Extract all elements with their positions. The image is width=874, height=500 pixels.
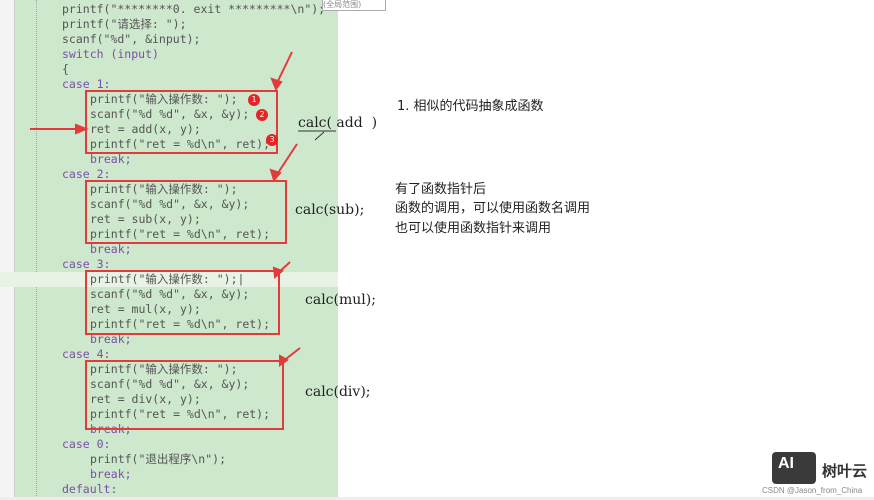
logo-text: AI <box>778 455 794 472</box>
highlight-box-case1 <box>85 90 278 154</box>
code-line: printf("输入操作数: "); <box>90 182 238 196</box>
code-line: printf("输入操作数: ");| <box>90 272 245 286</box>
watermark-credit: CSDN @Jason_from_China <box>762 486 863 495</box>
highlight-box-case3 <box>85 270 280 335</box>
code-line: case 2: <box>62 167 111 181</box>
code-line: scanf("%d %d", &x, &y); <box>90 197 250 211</box>
code-line: ret = sub(x, y); <box>90 212 201 226</box>
code-line: case 3: <box>62 257 111 271</box>
arrow-head <box>272 266 284 279</box>
scope-dropdown[interactable]: (全局范围) <box>322 0 386 11</box>
code-line: break; <box>90 242 132 256</box>
highlight-box-case2 <box>85 180 287 244</box>
code-line: break; <box>90 332 132 346</box>
watermark-name: 树叶云 <box>822 462 868 480</box>
code-line: printf("ret = %d\n", ret); <box>90 407 271 421</box>
code-line: case 0: <box>62 437 111 451</box>
arrow-head <box>279 354 289 367</box>
highlight-box-case4 <box>85 360 284 430</box>
fold-guide <box>36 0 37 500</box>
note-line: 也可以使用函数指针来调用 <box>395 221 552 236</box>
annotation-calc-mul: calc(mul); <box>305 292 376 308</box>
code-line: printf("输入操作数: "); <box>90 92 238 106</box>
code-line: { <box>62 62 69 76</box>
annotation-calc-sub: calc(sub); <box>295 202 365 218</box>
note-line: 有了函数指针后 <box>395 182 487 197</box>
editor-gutter <box>0 0 15 500</box>
code-line: printf("输入操作数: "); <box>90 362 238 376</box>
code-line: switch (input) <box>62 47 159 61</box>
current-line-highlight <box>0 272 338 287</box>
code-line: printf("ret = %d\n", ret); <box>90 137 271 151</box>
note-line: 函数的调用，可以使用函数名调用 <box>395 201 591 216</box>
badge-3: 3 <box>266 134 278 146</box>
scope-label: (全局范围) <box>323 0 362 9</box>
code-line: case 1: <box>62 77 111 91</box>
arrow-head <box>75 123 89 135</box>
code-line: ret = add(x, y); <box>90 122 201 136</box>
arrow-head <box>269 168 282 183</box>
annotation-calc-div: calc(div); <box>305 384 371 400</box>
annotation-calc-add: calc( add ) <box>298 115 378 131</box>
code-line: case 4: <box>62 347 111 361</box>
code-line: ret = mul(x, y); <box>90 302 201 316</box>
code-line: default: <box>62 482 118 496</box>
code-line: scanf("%d %d", &x, &y); <box>90 377 250 391</box>
code-line: break; <box>90 467 132 481</box>
code-line: printf("退出程序\n"); <box>90 452 227 466</box>
note-title: 1. 相似的代码抽象成函数 <box>397 99 544 114</box>
badge-2: 2 <box>256 109 268 121</box>
code-line: ret = div(x, y); <box>90 392 201 406</box>
code-line: printf("********0. exit *********\n"); <box>62 2 326 16</box>
code-line: scanf("%d", &input); <box>62 32 201 46</box>
code-editor[interactable]: printf("********0. exit *********\n");pr… <box>0 0 338 500</box>
code-line: scanf("%d %d", &x, &y); <box>90 287 250 301</box>
code-line: printf("请选择: "); <box>62 17 187 31</box>
watermark-logo: AI <box>772 452 816 484</box>
code-line: printf("ret = %d\n", ret); <box>90 317 271 331</box>
code-line: scanf("%d %d", &x, &y); <box>90 107 250 121</box>
code-line: break; <box>90 152 132 166</box>
code-line: printf("ret = %d\n", ret); <box>90 227 271 241</box>
badge-1: 1 <box>248 94 260 106</box>
arrow-head <box>270 77 283 92</box>
footer-bar <box>0 497 874 500</box>
